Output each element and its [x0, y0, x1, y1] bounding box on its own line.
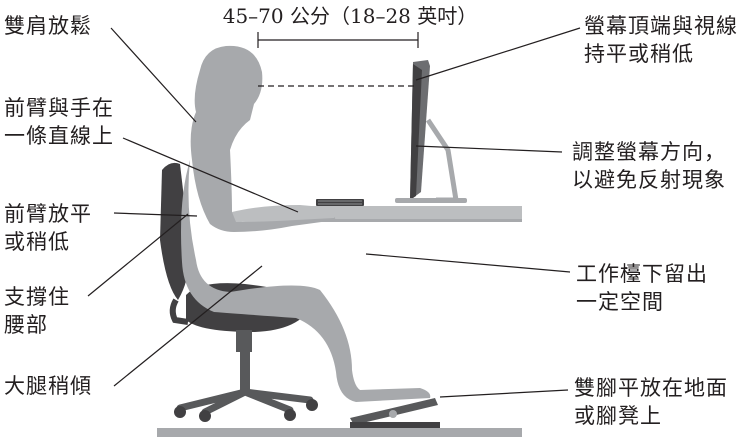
keyboard [316, 199, 364, 206]
label-feet: 雙腳平放在地面 或腳凳上 [574, 376, 728, 428]
person-silhouette [181, 45, 431, 402]
distance-indicator [257, 32, 419, 87]
viewing-distance-label: 45–70 公分（18–28 英吋） [222, 4, 478, 28]
footrest [350, 398, 440, 428]
monitor [395, 60, 467, 203]
desk [300, 206, 522, 222]
leader-lines [87, 27, 581, 398]
label-lumbar-support: 支撐住 腰部 [4, 285, 70, 337]
label-desk-clearance: 工作檯下留出 一定空間 [576, 262, 708, 314]
floor [157, 428, 522, 437]
label-forearm-level: 前臂放平 或稍低 [4, 202, 92, 254]
label-monitor-top: 螢幕頂端與視線 持平或稍低 [584, 14, 738, 66]
label-forearm-hand-aligned: 前臂與手在 一條直線上 [4, 96, 114, 148]
label-shoulders: 雙肩放鬆 [4, 14, 92, 38]
label-thighs: 大腿稍傾 [4, 374, 92, 398]
label-monitor-angle: 調整螢幕方向， 以避免反射現象 [572, 140, 726, 192]
